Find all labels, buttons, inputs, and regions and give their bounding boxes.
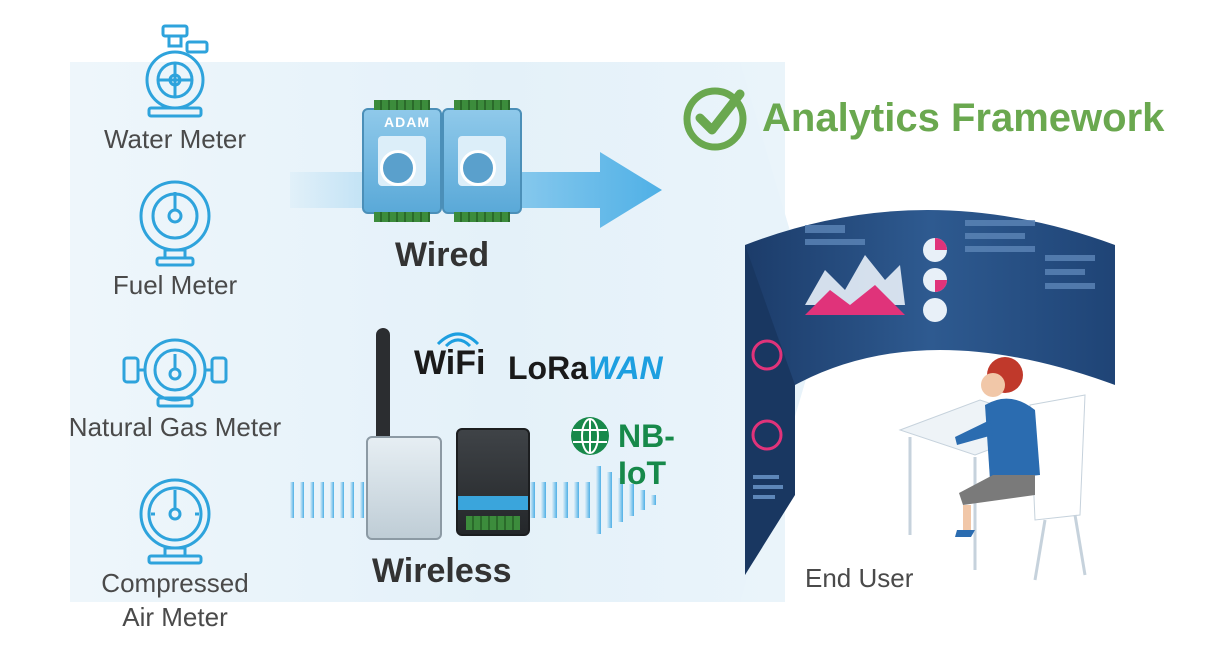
meter-fuel: Fuel Meter: [45, 176, 305, 302]
meter-air: Compressed Air Meter: [45, 476, 305, 634]
antenna: [376, 328, 390, 446]
meter-gas-label: Natural Gas Meter: [68, 412, 282, 442]
check-icon: [683, 87, 747, 151]
air-meter-icon: [139, 478, 211, 565]
wise-device-2: [456, 428, 530, 536]
wired-label: Wired: [395, 236, 490, 274]
wifi-logo: WiFi: [414, 332, 486, 383]
meter-gas: Natural Gas Meter: [45, 336, 305, 444]
wifi-icon: [436, 332, 480, 348]
nbiot-globe-icon: [571, 417, 609, 455]
wireless-arrow: [290, 466, 656, 534]
adam-device-2: [442, 100, 522, 222]
wireless-label: Wireless: [372, 552, 512, 590]
meter-water-label: Water Meter: [103, 124, 247, 154]
wifi-logo-text: WiFi: [414, 344, 486, 382]
lorawan-logo: LoRaWAN: [508, 350, 663, 387]
meter-fuel-label: Fuel Meter: [112, 270, 238, 300]
end-user-label: End User: [805, 563, 914, 593]
water-meter-icon: [145, 24, 209, 118]
meter-water: Water Meter: [45, 22, 305, 156]
fuel-meter-icon: [139, 180, 211, 267]
device-brand: ADAM: [384, 114, 430, 130]
meter-air-label: Compressed Air Meter: [101, 568, 249, 632]
nbiot-logo: NB-IoT: [568, 414, 675, 491]
lorawan-logo-text-b: WAN: [588, 350, 663, 386]
lorawan-logo-text-a: LoRa: [508, 350, 588, 386]
dashboard-illustration: [745, 210, 1115, 581]
analytics-framework-title: Analytics Framework: [762, 96, 1165, 140]
gas-meter-icon: [122, 338, 228, 408]
wise-device-1: [366, 436, 442, 540]
nbiot-logo-text: NB-IoT: [618, 418, 675, 491]
adam-device-1: ADAM: [362, 100, 442, 222]
